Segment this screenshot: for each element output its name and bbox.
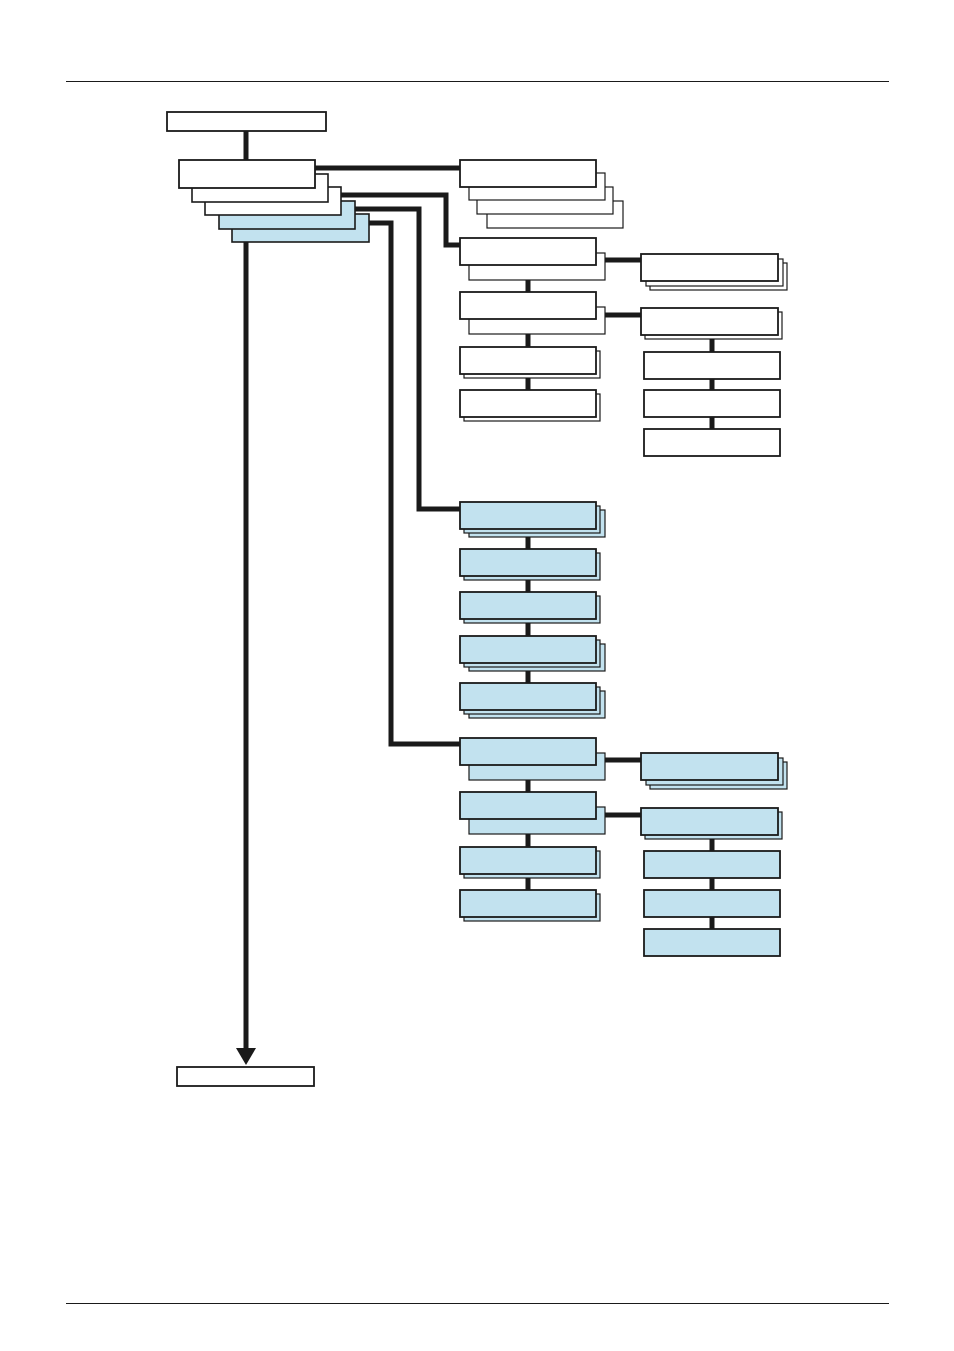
- blue-mid-box-3: [459, 591, 597, 620]
- connector-group-d-blue: [369, 220, 460, 747]
- blue-mid-box-7: [459, 791, 597, 820]
- white-right-box-3: [643, 351, 781, 380]
- white-right-box-1: [640, 253, 779, 282]
- blue-right-box-4: [643, 889, 781, 918]
- white-mid-box-4: [459, 389, 597, 418]
- arrow-down-icon: [236, 1048, 256, 1065]
- header-rule: [66, 81, 889, 82]
- white-mid-box-3: [459, 346, 597, 375]
- footer-rule: [66, 1303, 889, 1304]
- white-right-box-5: [643, 428, 781, 457]
- blue-right-box-1: [640, 752, 779, 781]
- blue-mid-box-6: [459, 737, 597, 766]
- blue-right-box-3: [643, 850, 781, 879]
- blue-mid-box-8: [459, 846, 597, 875]
- white-right-box-4: [643, 389, 781, 418]
- connector-group-c-blue: [354, 206, 460, 512]
- white-right-box-2: [640, 307, 779, 336]
- top-box: [166, 111, 327, 132]
- blue-right-box-5: [643, 928, 781, 957]
- cascade-box-1: [178, 159, 316, 189]
- white-mid-box-1: [459, 237, 597, 266]
- group-a-box: [459, 159, 597, 188]
- blue-mid-box-4: [459, 635, 597, 664]
- end-box: [176, 1066, 315, 1087]
- blue-mid-box-9: [459, 889, 597, 918]
- white-mid-box-2: [459, 291, 597, 320]
- blue-right-box-2: [640, 807, 779, 836]
- connector-group-b: [341, 192, 460, 248]
- blue-mid-box-1: [459, 501, 597, 530]
- blue-mid-box-2: [459, 548, 597, 577]
- blue-mid-box-5: [459, 682, 597, 711]
